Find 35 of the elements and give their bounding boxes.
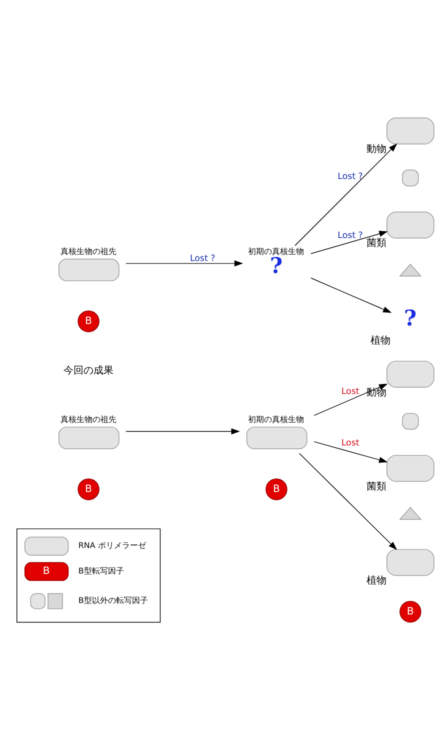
arrow — [310, 230, 388, 254]
edge-label: Lost — [341, 387, 360, 398]
arrow — [294, 143, 398, 246]
node-square — [402, 412, 419, 430]
edge-label: Lost ? — [190, 254, 216, 264]
arrow — [126, 260, 244, 266]
label: B — [42, 566, 50, 578]
edge-label: Lost — [341, 438, 360, 449]
edge-label: Lost ? — [338, 172, 363, 182]
node-text: ? — [404, 306, 417, 332]
node-label: 植物 — [370, 336, 390, 347]
node-triangle — [399, 506, 422, 520]
arrow — [298, 453, 398, 550]
node-circle: B — [400, 600, 422, 623]
node-circle: B — [78, 478, 100, 500]
arrow — [314, 441, 388, 463]
arrow — [310, 278, 392, 313]
node-box — [386, 360, 434, 388]
node-label: 菌類 — [366, 238, 386, 250]
node-box — [386, 118, 434, 144]
node-box — [386, 454, 434, 482]
node-box — [386, 212, 434, 238]
node-label: 菌類 — [366, 481, 386, 492]
node-box — [386, 549, 434, 576]
node-square — [402, 170, 419, 186]
label: 今回の成果 — [64, 365, 114, 376]
node-label: 植物 — [366, 576, 386, 587]
arrow — [314, 384, 388, 416]
node-triangle — [399, 264, 422, 276]
edge-label: Lost ? — [338, 230, 363, 241]
node-circle: B — [266, 478, 288, 500]
node-circle: B — [78, 310, 100, 332]
node-label: 動物 — [366, 144, 386, 156]
arrow — [126, 428, 240, 434]
node-label: 動物 — [366, 387, 386, 398]
